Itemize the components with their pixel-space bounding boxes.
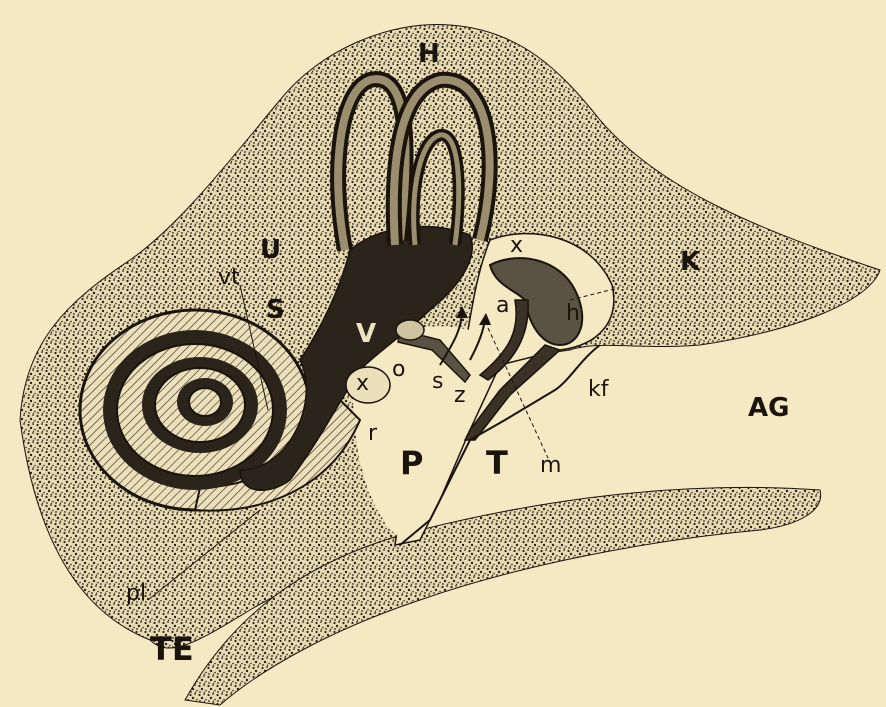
label-h: h [566,301,580,326]
label-U: U [260,235,281,265]
label-S: S [266,295,285,325]
label-V: V [356,319,376,349]
label-o: o [392,357,405,382]
label-z: z [454,383,466,408]
label-P: P [400,444,423,482]
label-H: H [418,39,440,69]
label-m: m [540,453,561,478]
label-r: r [368,421,378,446]
label-K: K [680,247,701,277]
label-pl: pl [126,581,146,606]
label-AG: AG [748,393,789,423]
label-T: T [486,444,508,482]
label-x-top: x [510,233,523,258]
label-x-left: x [356,371,369,396]
label-s: s [432,369,443,394]
label-a: a [496,293,509,318]
label-vt: vt [218,265,240,290]
label-kf: kf [588,377,610,402]
label-TE: TE [150,630,194,668]
